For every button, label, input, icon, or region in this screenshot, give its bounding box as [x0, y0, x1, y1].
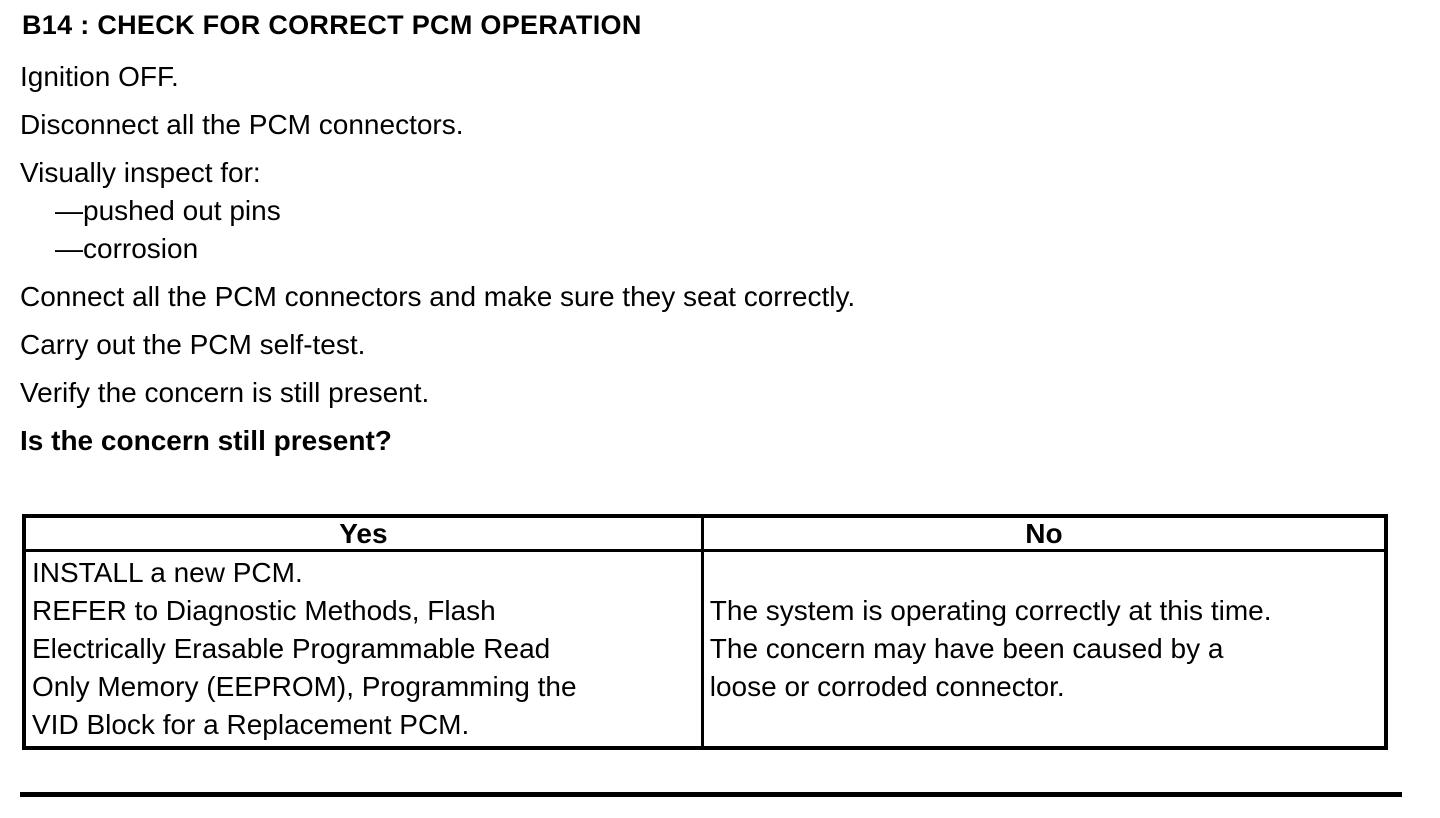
step-instruction-visually-inspect: Visually inspect for:: [20, 157, 261, 188]
step-title: B14 : CHECK FOR CORRECT PCM OPERATION: [22, 10, 642, 40]
results-table: Yes No INSTALL a new PCM. REFER to Diagn…: [22, 514, 1388, 750]
visual-inspection-block: Visually inspect for: —pushed out pins —…: [20, 154, 1440, 268]
results-cell-no-action: The system is operating correctly at thi…: [700, 549, 1388, 750]
bottom-rule: [20, 792, 1402, 797]
results-table-header-row: Yes No: [22, 514, 1388, 552]
inspection-item-corrosion: —corrosion: [55, 233, 199, 264]
results-header-no: No: [700, 514, 1388, 552]
step-instruction-verify-concern: Verify the concern is still present.: [20, 377, 430, 408]
results-header-yes: Yes: [22, 514, 704, 552]
decision-question: Is the concern still present?: [20, 425, 392, 456]
step-instruction-disconnect-connectors: Disconnect all the PCM connectors.: [20, 109, 464, 140]
inspection-item-pushed-out-pins: —pushed out pins: [55, 195, 281, 226]
step-instruction-ignition-off: Ignition OFF.: [20, 61, 179, 92]
step-instruction-connect-connectors: Connect all the PCM connectors and make …: [20, 281, 856, 312]
diagnostic-step-page: B14 : CHECK FOR CORRECT PCM OPERATION Ig…: [20, 10, 1440, 797]
results-cell-yes-action: INSTALL a new PCM. REFER to Diagnostic M…: [22, 549, 704, 750]
step-instruction-self-test: Carry out the PCM self-test.: [20, 329, 366, 360]
results-table-body-row: INSTALL a new PCM. REFER to Diagnostic M…: [22, 549, 1388, 750]
